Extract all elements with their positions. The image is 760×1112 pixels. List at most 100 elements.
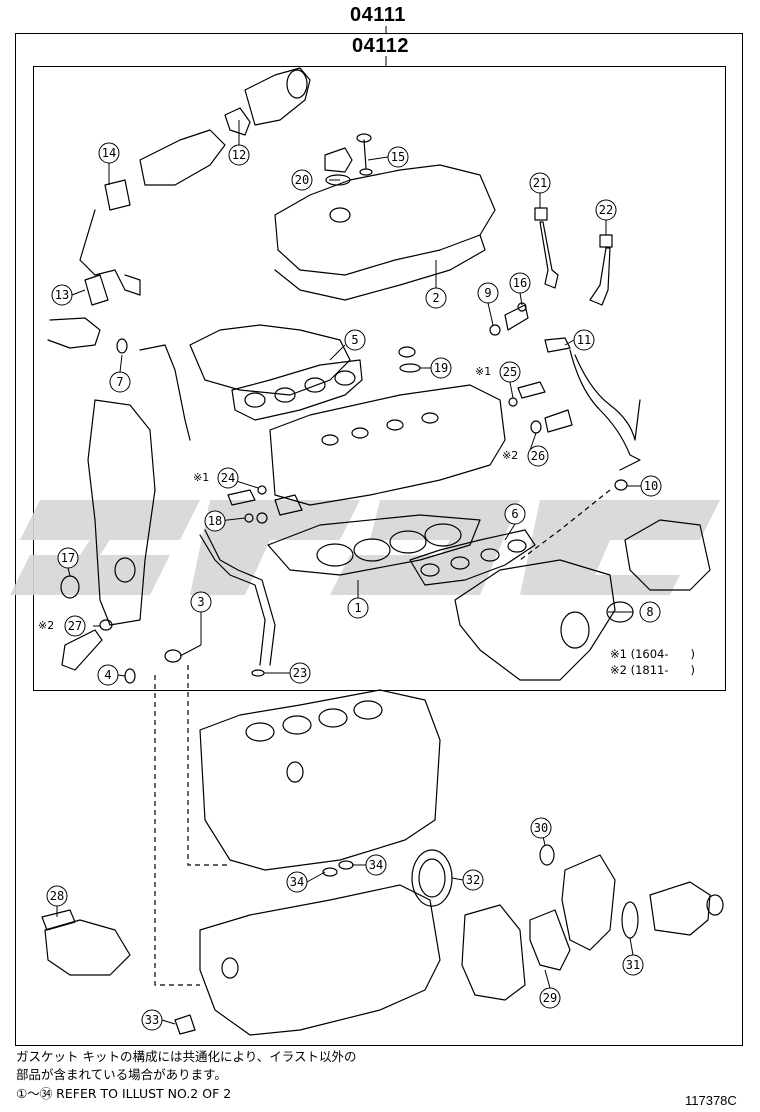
intake-manifold: [189, 324, 351, 396]
svg-text:5: 5: [351, 333, 358, 347]
watermark-logo: [10, 500, 720, 595]
marker-sp2-27: ※2: [38, 619, 55, 632]
callout-11: 11: [573, 329, 595, 351]
svg-text:6: 6: [511, 507, 518, 521]
svg-text:24: 24: [221, 471, 235, 485]
callout-6: 6: [504, 503, 526, 525]
callout-29: 29: [539, 987, 561, 1009]
svg-text:21: 21: [533, 176, 547, 190]
inner-frame: [33, 66, 726, 691]
svg-text:14: 14: [102, 146, 116, 160]
svg-text:7: 7: [116, 375, 123, 389]
svg-text:13: 13: [55, 288, 69, 302]
cylinder-block: [199, 689, 441, 871]
kit-code: 04111: [350, 4, 406, 26]
callout-28: 28: [46, 885, 68, 907]
svg-text:2: 2: [432, 291, 439, 305]
callout-5: 5: [344, 329, 366, 351]
callout-32: 32: [462, 869, 484, 891]
svg-text:20: 20: [295, 173, 309, 187]
callout-26-upper: 26: [527, 445, 549, 467]
svg-text:1: 1: [354, 601, 361, 615]
serial-note-2: ※2 (1811- ): [610, 663, 695, 677]
svg-text:27: 27: [68, 619, 82, 633]
callout-20: 20: [291, 169, 313, 191]
callout-17: 17: [57, 547, 79, 569]
callout-19: 19: [430, 357, 452, 379]
svg-text:11: 11: [577, 333, 591, 347]
callout-14: 14: [98, 142, 120, 164]
marker-sp2-26: ※2: [502, 449, 519, 462]
callout-21: 21: [529, 172, 551, 194]
svg-text:29: 29: [543, 991, 557, 1005]
exhaust-gasket: [409, 529, 536, 586]
svg-text:26: 26: [531, 449, 545, 463]
callout-25: 25: [499, 361, 521, 383]
callout-15: 15: [387, 146, 409, 168]
callout-31: 31: [622, 954, 644, 976]
svg-text:25: 25: [503, 365, 517, 379]
callout-4: 4: [97, 664, 119, 686]
callout-33: 33: [141, 1009, 163, 1031]
svg-text:33: 33: [145, 1013, 159, 1027]
callout-8: 8: [639, 601, 661, 623]
callout-group: 14 12 13 7 5 20 15 2 9 16 21 22 11 19 25…: [46, 142, 662, 1031]
svg-text:12: 12: [232, 148, 246, 162]
marker-sp1-25: ※1: [475, 365, 492, 378]
svg-text:9: 9: [484, 286, 491, 300]
svg-text:23: 23: [293, 666, 307, 680]
head-cover: [274, 164, 496, 276]
marker-sp1-24: ※1: [193, 471, 210, 484]
cylinder-head: [269, 384, 506, 506]
footer-jp-line-1: ガスケット キットの構成には共通化により、イラスト以外の: [16, 1049, 357, 1064]
svg-text:3: 3: [197, 595, 204, 609]
callout-24: 24: [217, 467, 239, 489]
egr-pipe: [139, 129, 226, 186]
svg-text:22: 22: [599, 203, 613, 217]
head-gasket: [267, 514, 481, 576]
footer-refer: ①～㉞ REFER TO ILLUST NO.2 OF 2: [16, 1086, 232, 1101]
callout-13: 13: [51, 284, 73, 306]
svg-text:32: 32: [466, 873, 480, 887]
svg-text:4: 4: [104, 668, 111, 682]
callout-7: 7: [109, 371, 131, 393]
callout-18: 18: [204, 510, 226, 532]
timing-cover: [87, 399, 156, 626]
svg-text:30: 30: [534, 821, 548, 835]
svg-text:8: 8: [646, 605, 653, 619]
callout-12: 12: [228, 144, 250, 166]
exhaust-manifold: [454, 559, 616, 681]
callout-16: 16: [509, 272, 531, 294]
svg-text:10: 10: [644, 479, 658, 493]
water-pump: [461, 904, 526, 1001]
svg-text:34: 34: [369, 858, 383, 872]
outer-frame: [15, 33, 743, 1046]
svg-text:19: 19: [434, 361, 448, 375]
callout-27: 27: [64, 615, 86, 637]
intake-valve: [539, 221, 559, 289]
svg-text:18: 18: [208, 514, 222, 528]
manifold-gasket: [231, 359, 363, 421]
callout-22: 22: [595, 199, 617, 221]
exhaust-valve: [589, 247, 611, 306]
drawing-id: 117378C: [685, 1093, 737, 1108]
callout-23: 23: [289, 662, 311, 684]
footer-jp-line-2: 部品が含まれている場合があります。: [16, 1067, 227, 1082]
callout-9: 9: [477, 282, 499, 304]
svg-text:17: 17: [61, 551, 75, 565]
svg-text:16: 16: [513, 276, 527, 290]
svg-text:34: 34: [290, 875, 304, 889]
callout-34-right: 34: [365, 854, 387, 876]
water-outlet: [624, 519, 711, 591]
svg-text:31: 31: [626, 958, 640, 972]
sub-kit-code: 04112: [352, 35, 410, 57]
callout-30: 30: [530, 817, 552, 839]
callout-10: 10: [640, 475, 662, 497]
svg-text:15: 15: [391, 150, 405, 164]
callout-34-left: 34: [286, 871, 308, 893]
serial-note-1: ※1 (1604- ): [610, 647, 695, 661]
callout-1: 1: [347, 597, 369, 619]
callout-3: 3: [190, 591, 212, 613]
callout-2: 2: [425, 287, 447, 309]
